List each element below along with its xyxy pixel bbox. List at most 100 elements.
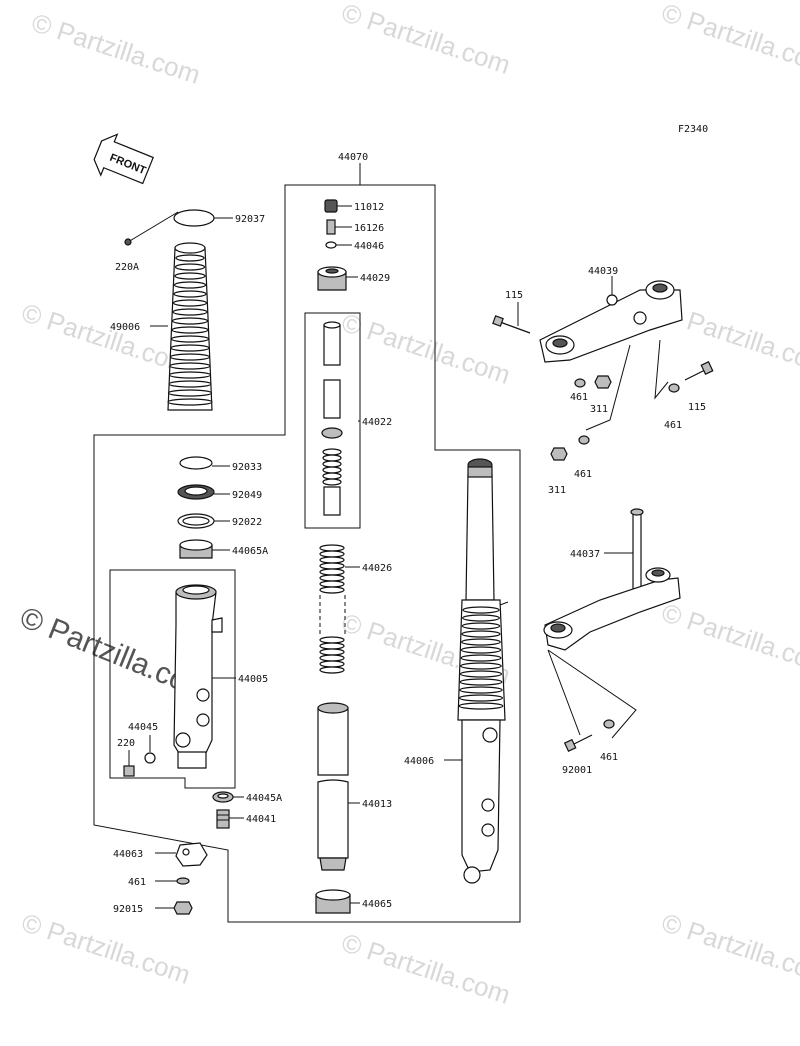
rib	[168, 371, 212, 379]
rib	[167, 389, 213, 397]
label-92015: 92015	[113, 904, 143, 915]
bolt-115-right	[684, 360, 714, 381]
label-92001: 92001	[562, 765, 592, 776]
rib	[174, 272, 206, 280]
leader	[547, 649, 581, 736]
label-49006: 49006	[110, 322, 140, 333]
spring-44026	[319, 544, 360, 674]
label-461: 461	[128, 877, 146, 888]
spring-coil	[319, 562, 345, 570]
spring-coil	[322, 466, 342, 474]
spring-coil	[319, 666, 345, 674]
rib	[169, 353, 211, 361]
rib	[167, 398, 213, 406]
label-44070: 44070	[338, 152, 368, 163]
rib	[459, 678, 503, 686]
spring-coil	[319, 660, 345, 668]
spring-coil	[319, 636, 345, 644]
washer-44045A	[212, 791, 244, 803]
screw-220	[123, 750, 135, 777]
label-44039: 44039	[588, 266, 618, 277]
steering-stem-44037	[543, 508, 681, 651]
bolt-115-left	[492, 302, 531, 334]
label-44045: 44045	[128, 722, 158, 733]
watermark: © Partzilla.com	[338, 927, 514, 1010]
nut-311-upper	[594, 375, 612, 389]
rib	[462, 614, 500, 622]
clamp-ring-92037	[173, 209, 233, 227]
nut-311-lower	[550, 447, 568, 461]
spring-coil	[319, 550, 345, 558]
figure-code: F2340	[678, 124, 708, 135]
fork-leg-44006	[444, 458, 509, 884]
label-92037: 92037	[235, 214, 265, 225]
rib	[460, 654, 502, 662]
watermark: © Partzilla.com	[18, 907, 194, 990]
spring-coil	[319, 648, 345, 656]
label-92022: 92022	[232, 517, 262, 528]
spring-coil	[322, 472, 342, 480]
label-92033: 92033	[232, 462, 262, 473]
front-arrow-icon: FRONT	[93, 133, 154, 185]
rib	[168, 380, 212, 388]
outer-tube-box	[109, 569, 236, 789]
label-44013: 44013	[362, 799, 392, 810]
leader	[585, 344, 631, 431]
nut-92015	[155, 901, 193, 915]
spring-coil	[322, 448, 342, 456]
label-461: 461	[570, 392, 588, 403]
bolt-44041	[216, 809, 244, 829]
rib	[458, 694, 504, 702]
rib	[461, 638, 501, 646]
rib	[169, 362, 211, 370]
axle-clamp-44063	[155, 842, 208, 867]
assembly-outline	[93, 184, 521, 923]
watermark: © Partzilla.com	[658, 907, 800, 990]
rib	[174, 263, 206, 271]
rib	[459, 670, 503, 678]
rib	[461, 630, 501, 638]
rib	[172, 308, 208, 316]
watermark: © Partzilla.com	[658, 597, 800, 680]
circlip-92033	[179, 456, 230, 470]
spring-coil	[319, 568, 345, 576]
rib	[461, 622, 501, 630]
label-44063: 44063	[113, 849, 143, 860]
watermark: © Partzilla.com	[338, 0, 514, 80]
fork-boot-49006	[167, 242, 213, 411]
label-44065: 44065	[362, 899, 392, 910]
label-461: 461	[664, 420, 682, 431]
oil-seal-92049	[177, 484, 230, 500]
label-44037: 44037	[570, 549, 600, 560]
valve-16126	[326, 219, 352, 235]
label-44022: 44022	[362, 417, 392, 428]
label-311: 311	[548, 485, 566, 496]
label-44029: 44029	[360, 273, 390, 284]
label-115: 115	[688, 402, 706, 413]
top-plug-44029	[317, 266, 358, 291]
bushing-44065	[315, 889, 360, 914]
inner-tube-44013	[317, 702, 360, 871]
label-461: 461	[574, 469, 592, 480]
washer-461-right	[668, 383, 680, 393]
rib	[460, 646, 502, 654]
washer-461-lower	[578, 435, 590, 445]
washer-461-bottom	[603, 719, 615, 729]
washer-92022	[177, 513, 230, 529]
spring-coil	[319, 556, 345, 564]
watermark: © Partzilla.com	[28, 7, 204, 90]
outer-tube-44005	[173, 584, 236, 769]
washer-461-upper	[574, 378, 586, 388]
rib	[173, 281, 207, 289]
washer-44045	[144, 735, 156, 764]
cap-11012	[324, 199, 352, 213]
rib	[173, 290, 207, 298]
label-16126: 16126	[354, 223, 384, 234]
spring-coil	[319, 586, 345, 594]
watermark: © Partzilla.com	[658, 0, 800, 80]
spring-coil	[322, 460, 342, 468]
upper-bracket-44039	[539, 276, 683, 363]
label-44045A: 44045A	[246, 793, 282, 804]
bolt-92001	[563, 734, 593, 753]
